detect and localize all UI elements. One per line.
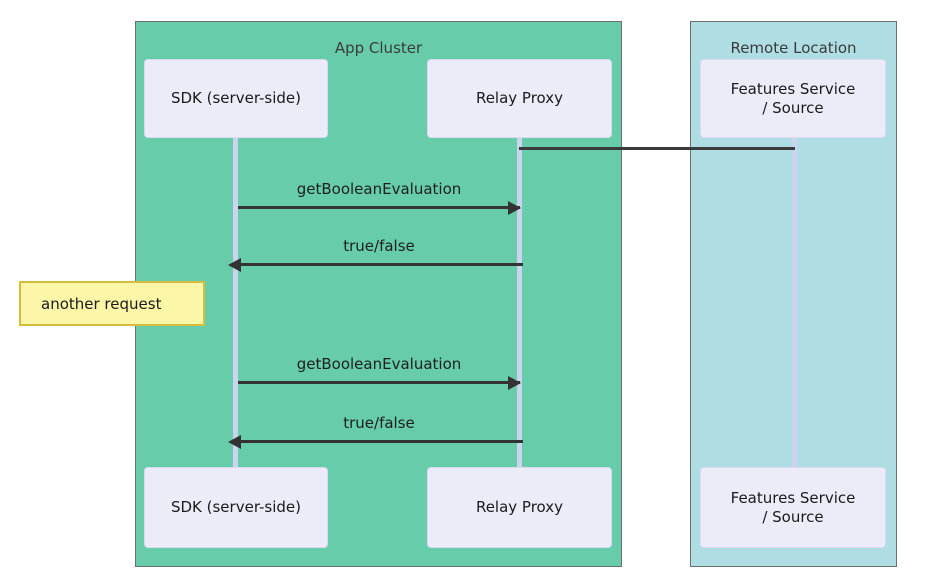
group-app-cluster-label: App Cluster bbox=[334, 39, 423, 57]
arrow-head-right-icon-1 bbox=[508, 200, 521, 215]
participant-relay-bottom[interactable]: Relay Proxy bbox=[427, 467, 612, 548]
participant-relay-bottom-label: Relay Proxy bbox=[475, 498, 564, 517]
group-remote-location-label: Remote Location bbox=[730, 39, 857, 57]
message-label-4: true/false bbox=[343, 414, 415, 432]
note-another-request[interactable]: another request bbox=[19, 281, 205, 326]
lifeline-features bbox=[792, 137, 797, 467]
participant-features-bottom[interactable]: Features Service/ Source bbox=[700, 467, 886, 548]
message-label-3: getBooleanEvaluation bbox=[296, 355, 462, 373]
note-another-request-label: another request bbox=[41, 294, 162, 313]
participant-features-top-label: Features Service/ Source bbox=[731, 80, 856, 118]
lifeline-sdk bbox=[233, 137, 238, 467]
lifeline-relay bbox=[517, 137, 522, 467]
message-line-4 bbox=[238, 440, 523, 443]
arrow-head-right-icon-3 bbox=[508, 375, 521, 390]
message-label-1: getBooleanEvaluation bbox=[296, 180, 462, 198]
participant-features-top-line1: Features Service bbox=[730, 79, 856, 98]
participant-features-bottom-line2: / Source bbox=[762, 507, 824, 526]
message-line-3 bbox=[238, 381, 520, 384]
message-label-2: true/false bbox=[343, 237, 415, 255]
connector-relay-to-features bbox=[519, 147, 795, 150]
participant-features-top-line2: / Source bbox=[762, 98, 824, 117]
participant-sdk-top[interactable]: SDK (server-side) bbox=[144, 59, 328, 138]
message-line-1 bbox=[238, 206, 520, 209]
participant-sdk-bottom-label: SDK (server-side) bbox=[170, 498, 302, 517]
participant-sdk-top-label: SDK (server-side) bbox=[170, 89, 302, 108]
participant-features-bottom-line1: Features Service bbox=[730, 488, 856, 507]
participant-sdk-bottom[interactable]: SDK (server-side) bbox=[144, 467, 328, 548]
participant-features-top[interactable]: Features Service/ Source bbox=[700, 59, 886, 138]
participant-relay-top-label: Relay Proxy bbox=[475, 89, 564, 108]
arrow-head-left-icon-4 bbox=[228, 434, 241, 449]
participant-features-bottom-label: Features Service/ Source bbox=[731, 489, 856, 527]
arrow-head-left-icon-2 bbox=[228, 257, 241, 272]
participant-relay-top[interactable]: Relay Proxy bbox=[427, 59, 612, 138]
message-line-2 bbox=[238, 263, 523, 266]
